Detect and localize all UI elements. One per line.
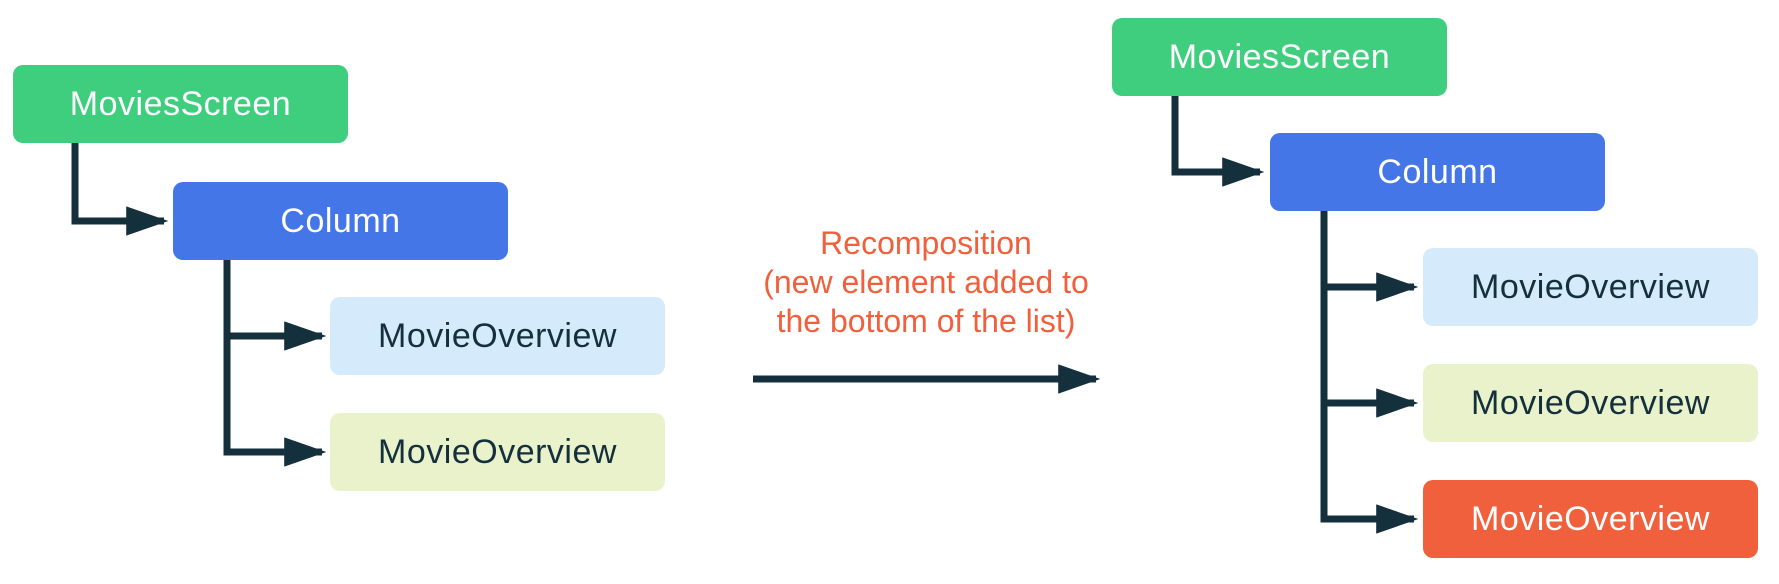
recomposition-label: Recomposition (new element added to the … (700, 224, 1152, 341)
before-node-moviesscreen: MoviesScreen (13, 65, 348, 143)
right-column-trunk-connector (1320, 211, 1419, 534)
after-node-movieoverview-3-new: MovieOverview (1423, 480, 1758, 558)
after-node-movieoverview-1: MovieOverview (1423, 248, 1758, 326)
right-root-to-column-connector (1171, 96, 1265, 187)
recomposition-label-line3: the bottom of the list) (776, 303, 1076, 339)
after-node-moviesscreen: MoviesScreen (1112, 18, 1447, 96)
left-root-to-column-connector (71, 143, 169, 236)
recomposition-label-line1: Recomposition (820, 225, 1032, 261)
left-column-trunk-connector (223, 260, 327, 467)
recomposition-label-line2: (new element added to (763, 264, 1089, 300)
before-node-column: Column (173, 182, 508, 260)
before-node-movieoverview-1: MovieOverview (330, 297, 665, 375)
before-node-movieoverview-2: MovieOverview (330, 413, 665, 491)
after-node-movieoverview-2: MovieOverview (1423, 364, 1758, 442)
after-node-column: Column (1270, 133, 1605, 211)
